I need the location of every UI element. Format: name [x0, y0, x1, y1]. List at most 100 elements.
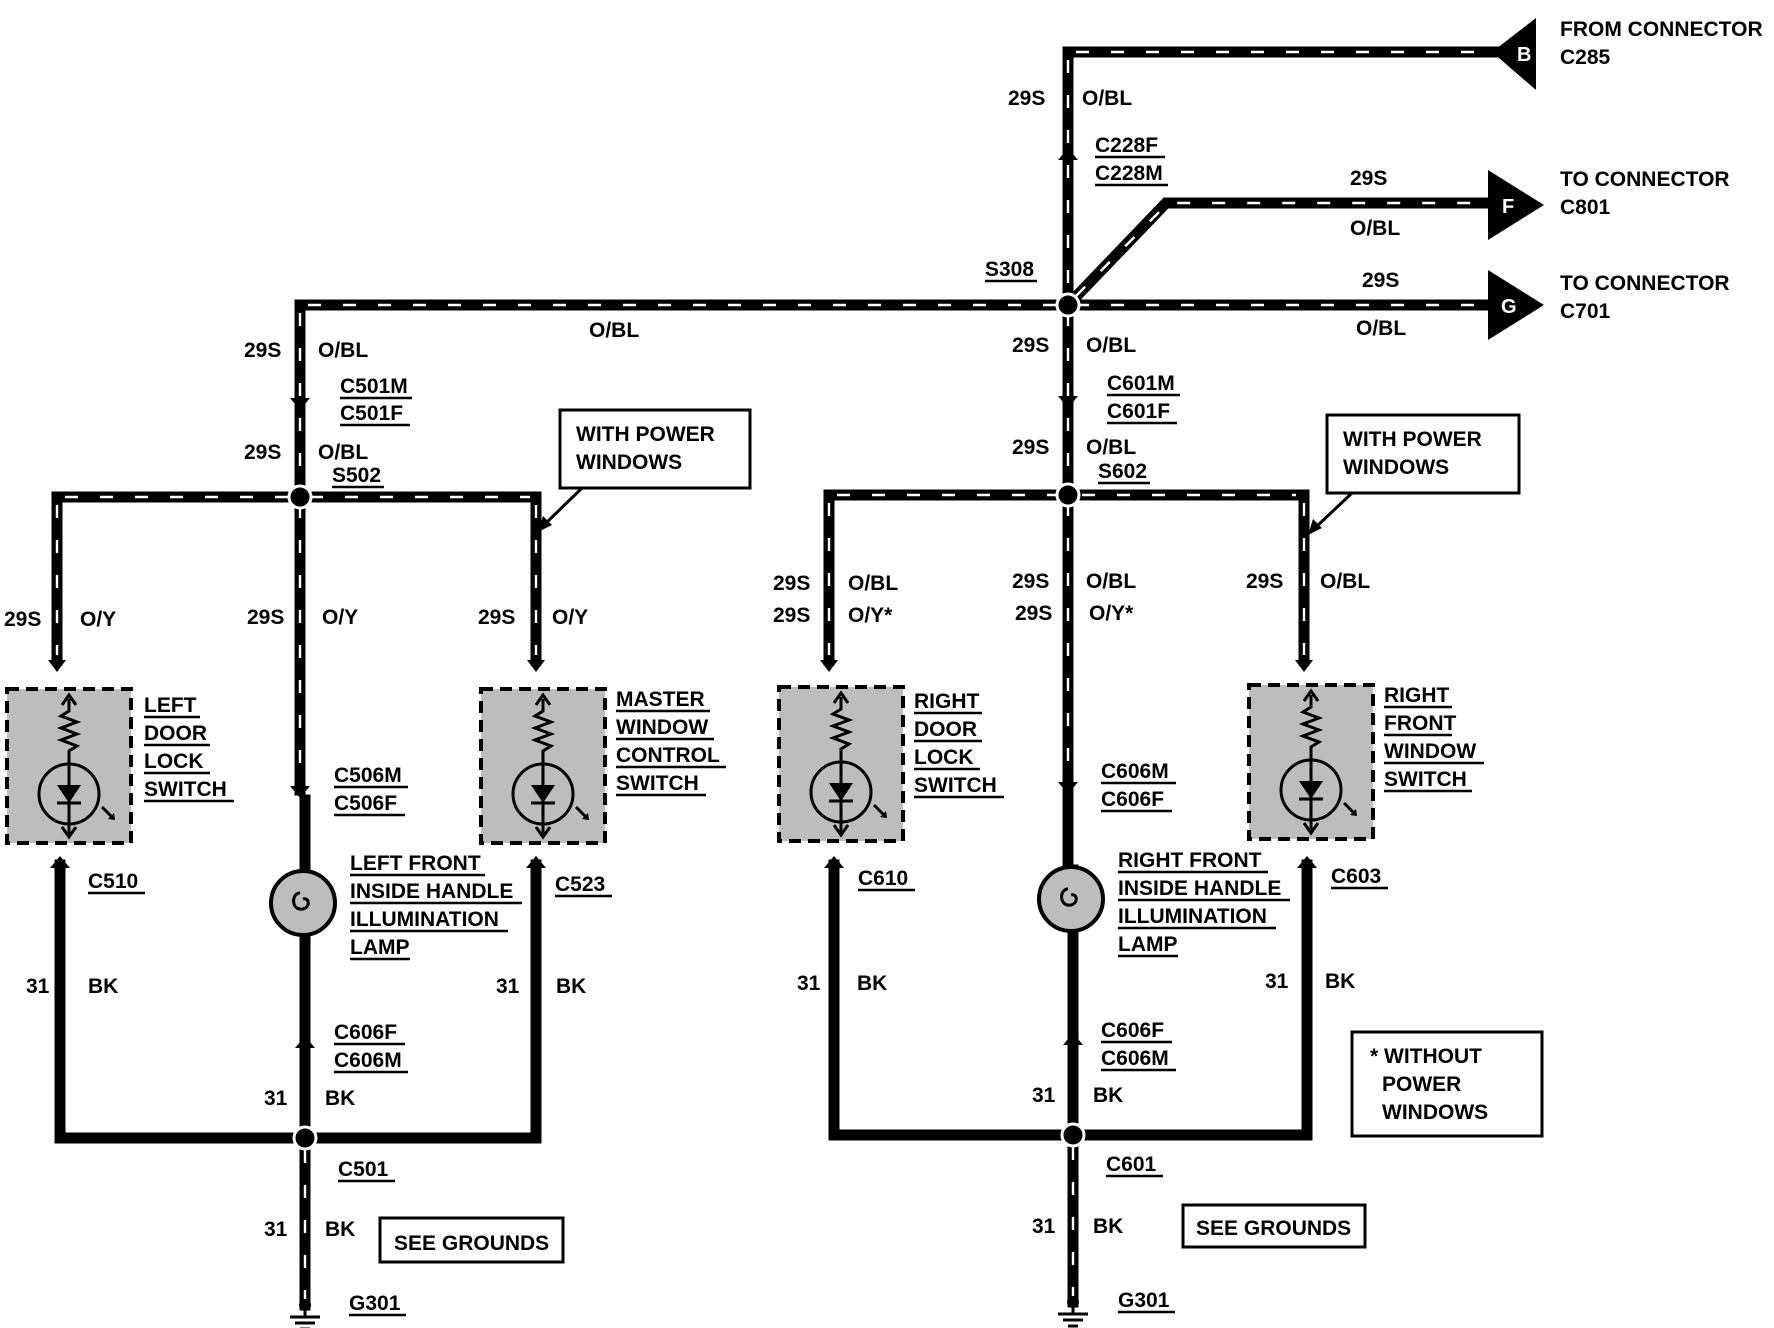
connector-pin-g: G [1488, 270, 1544, 340]
connector-pin-f: F [1488, 170, 1544, 240]
splice-s502-dot [287, 484, 313, 510]
svg-text:31: 31 [264, 1218, 288, 1241]
svg-text:O/Y: O/Y [552, 606, 588, 629]
svg-text:31: 31 [1265, 970, 1289, 993]
svg-text:WINDOWS: WINDOWS [1343, 456, 1449, 479]
svg-text:29S: 29S [1012, 570, 1049, 593]
splice-s308-dot [1055, 292, 1081, 318]
svg-text:WINDOW: WINDOW [1384, 740, 1476, 763]
svg-text:31: 31 [797, 972, 821, 995]
from-connector-label: FROM CONNECTOR [1560, 18, 1763, 41]
svg-text:LOCK: LOCK [914, 746, 974, 769]
svg-text:C606M: C606M [1101, 760, 1169, 783]
svg-text:C228M: C228M [1095, 162, 1163, 185]
splice-right-ground-dot [1060, 1122, 1086, 1148]
svg-text:O/Y: O/Y [322, 606, 358, 629]
svg-text:C501F: C501F [340, 402, 403, 425]
svg-text:O/BL: O/BL [318, 339, 368, 362]
splice-s602-label: S602 [1098, 460, 1147, 483]
svg-text:WITH POWER: WITH POWER [1343, 428, 1482, 451]
svg-text:C606M: C606M [334, 1049, 402, 1072]
see-grounds-right[interactable]: SEE GROUNDS [1181, 1203, 1367, 1249]
svg-text:C606M: C606M [1101, 1047, 1169, 1070]
svg-text:29S: 29S [247, 606, 284, 629]
svg-text:29S: 29S [1012, 334, 1049, 357]
svg-text:29S: 29S [1015, 602, 1052, 625]
svg-text:O/BL: O/BL [589, 319, 639, 342]
svg-text:LEFT FRONT: LEFT FRONT [350, 852, 481, 875]
svg-text:SWITCH: SWITCH [616, 772, 699, 795]
inline-connector-markers [48, 148, 1317, 1048]
svg-text:FRONT: FRONT [1384, 712, 1456, 735]
connector-c228: C228F C228M [1095, 134, 1168, 187]
svg-text:29S: 29S [1350, 167, 1387, 190]
svg-text:31: 31 [1032, 1084, 1056, 1107]
see-grounds-left[interactable]: SEE GROUNDS [378, 1216, 565, 1264]
svg-text:F: F [1502, 196, 1514, 218]
svg-text:C606F: C606F [1101, 1019, 1164, 1042]
note-with-power-windows-left: WITH POWER WINDOWS [538, 408, 752, 532]
connector-c506-left: C506M C506F [334, 764, 408, 817]
to-connector-g-id: C701 [1560, 300, 1611, 323]
svg-text:31: 31 [1032, 1215, 1056, 1238]
svg-text:29S: 29S [4, 608, 41, 631]
svg-text:SEE GROUNDS: SEE GROUNDS [1196, 1217, 1351, 1240]
note-without-power-windows: * WITHOUT POWER WINDOWS [1350, 1030, 1544, 1138]
svg-text:BK: BK [88, 975, 118, 998]
from-connector-id: C285 [1560, 46, 1611, 69]
svg-text:DOOR: DOOR [914, 718, 977, 741]
connector-c610: C610 [858, 867, 908, 890]
svg-text:31: 31 [26, 975, 50, 998]
svg-text:B: B [1517, 44, 1531, 66]
svg-text:O/BL: O/BL [1356, 317, 1406, 340]
svg-text:29S: 29S [773, 572, 810, 595]
svg-text:29S: 29S [478, 606, 515, 629]
svg-text:29S: 29S [1012, 436, 1049, 459]
svg-text:MASTER: MASTER [616, 688, 705, 711]
svg-text:SEE GROUNDS: SEE GROUNDS [394, 1232, 549, 1255]
svg-text:O/BL: O/BL [1086, 570, 1136, 593]
note-with-power-windows-right: WITH POWER WINDOWS [1308, 413, 1521, 535]
svg-text:C501M: C501M [340, 375, 408, 398]
svg-text:BK: BK [857, 972, 887, 995]
svg-text:29S: 29S [1246, 570, 1283, 593]
svg-text:SWITCH: SWITCH [144, 778, 227, 801]
svg-text:POWER: POWER [1382, 1073, 1461, 1096]
svg-text:29S: 29S [773, 604, 810, 627]
svg-text:LAMP: LAMP [1118, 933, 1178, 956]
svg-text:O/Y*: O/Y* [1089, 602, 1134, 625]
splice-s502-label: S502 [332, 464, 381, 487]
svg-text:WINDOW: WINDOW [616, 716, 708, 739]
right-front-inside-handle-illumination-lamp: RIGHT FRONT INSIDE HANDLE ILLUMINATION L… [1037, 849, 1290, 958]
svg-text:BK: BK [325, 1218, 355, 1241]
svg-text:DOOR: DOOR [144, 722, 207, 745]
master-window-control-switch: MASTER WINDOW CONTROL SWITCH [479, 687, 726, 845]
connector-c510: C510 [88, 870, 138, 893]
splice-s602-dot [1055, 482, 1081, 508]
svg-text:29S: 29S [1008, 87, 1045, 110]
svg-text:* WITHOUT: * WITHOUT [1370, 1045, 1482, 1068]
svg-text:O/BL: O/BL [318, 441, 368, 464]
to-connector-f-id: C801 [1560, 196, 1611, 219]
svg-text:G: G [1501, 296, 1517, 318]
wire-labels: 29S O/BL 29S O/BL 29S O/BL O/BL 29S O/BL… [4, 87, 1406, 1241]
right-front-window-switch: RIGHT FRONT WINDOW SWITCH [1247, 683, 1484, 841]
svg-text:RIGHT: RIGHT [914, 690, 980, 713]
svg-text:O/BL: O/BL [1082, 87, 1132, 110]
connector-c606-right-upper: C606M C606F [1101, 760, 1176, 813]
wiring [51, 46, 1506, 1311]
svg-text:BK: BK [556, 975, 586, 998]
svg-text:ILLUMINATION: ILLUMINATION [1118, 905, 1267, 928]
connector-c606-left-lower: C606F C606M [334, 1021, 408, 1074]
svg-text:WINDOWS: WINDOWS [1382, 1101, 1488, 1124]
svg-text:LEFT: LEFT [144, 694, 197, 717]
svg-text:WINDOWS: WINDOWS [576, 451, 682, 474]
ground-g301-right: G301 [1056, 1289, 1175, 1328]
connector-pin-b: B [1492, 18, 1536, 90]
svg-text:O/Y*: O/Y* [848, 604, 893, 627]
svg-text:O/BL: O/BL [1086, 436, 1136, 459]
svg-text:C606F: C606F [334, 1021, 397, 1044]
svg-text:31: 31 [496, 975, 520, 998]
svg-text:LAMP: LAMP [350, 936, 410, 959]
